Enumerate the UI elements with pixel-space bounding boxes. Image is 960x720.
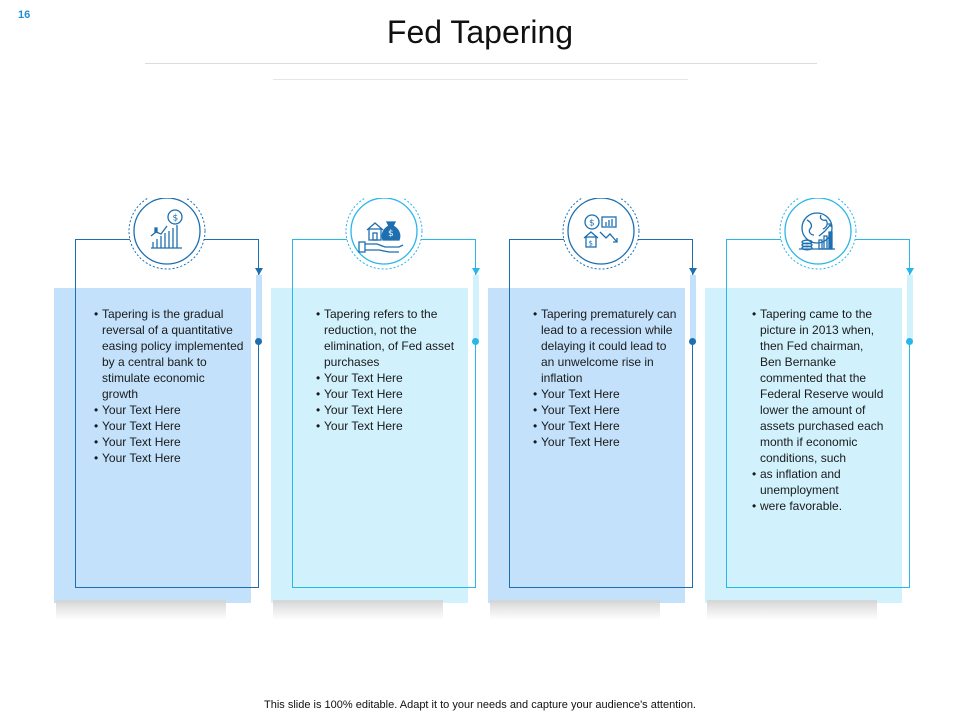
card-2-bullet-list: Tapering refers to the reduction, not th…	[316, 306, 466, 434]
list-item: Tapering is the gradual reversal of a qu…	[94, 306, 244, 402]
rising-bar-chart-dollar-icon: $	[126, 192, 208, 280]
page-title: Fed Tapering	[386, 14, 574, 50]
card-2-shadow	[273, 600, 443, 620]
slide-number: 16	[18, 9, 31, 21]
list-item: Your Text Here	[533, 386, 683, 402]
card-4-text: Tapering came to the picture in 2013 whe…	[752, 306, 884, 514]
dollar-house-falling-arrow-icon: $ $	[560, 192, 642, 280]
card-2-frame-bottom	[292, 587, 476, 588]
svg-text:$: $	[388, 229, 394, 239]
card-4-arrow	[906, 268, 914, 275]
card-1-frame-bottom	[75, 587, 259, 588]
card-1-arrow	[255, 268, 263, 275]
card-1-bullet-list: Tapering is the gradual reversal of a qu…	[94, 306, 244, 466]
card-3-bullet-list: Tapering prematurely can lead to a reces…	[533, 306, 683, 450]
card-3-dot	[689, 338, 696, 345]
list-item: Tapering refers to the reduction, not th…	[316, 306, 466, 370]
list-item: Tapering came to the picture in 2013 whe…	[752, 306, 884, 466]
house-money-bag-hand-icon: $	[343, 192, 425, 280]
card-2-text: Tapering refers to the reduction, not th…	[316, 306, 466, 434]
svg-text:$: $	[589, 219, 595, 229]
list-item: Your Text Here	[94, 418, 244, 434]
svg-text:$: $	[173, 214, 179, 224]
card-4-frame-bottom	[726, 587, 910, 588]
list-item: were favorable.	[752, 498, 884, 514]
card-1-dot	[255, 338, 262, 345]
list-item: Tapering prematurely can lead to a reces…	[533, 306, 683, 386]
card-4-shadow	[707, 600, 877, 620]
card-2-frame-gap	[473, 275, 479, 342]
card-3-frame-gap	[690, 275, 696, 342]
list-item: Your Text Here	[533, 434, 683, 450]
title-subdivider	[273, 79, 688, 80]
title-divider	[145, 63, 817, 64]
list-item: Your Text Here	[533, 418, 683, 434]
list-item: Your Text Here	[94, 402, 244, 418]
card-4-frame-gap	[907, 275, 913, 342]
card-2-arrow	[472, 268, 480, 275]
card-4-dot	[906, 338, 913, 345]
list-item: as inflation and unemployment	[752, 466, 884, 498]
list-item: Your Text Here	[316, 418, 466, 434]
list-item: Your Text Here	[533, 402, 683, 418]
card-1-shadow	[56, 600, 226, 620]
globe-coins-chart-icon	[777, 192, 859, 280]
card-4-bullet-list: Tapering came to the picture in 2013 whe…	[752, 306, 884, 514]
list-item: Your Text Here	[94, 450, 244, 466]
card-3-arrow	[689, 268, 697, 275]
svg-text:$: $	[589, 240, 593, 248]
list-item: Your Text Here	[316, 402, 466, 418]
footer-note: This slide is 100% editable. Adapt it to…	[264, 699, 696, 711]
list-item: Your Text Here	[316, 386, 466, 402]
card-3-shadow	[490, 600, 660, 620]
list-item: Your Text Here	[316, 370, 466, 386]
card-1-frame-gap	[256, 275, 262, 342]
card-1-text: Tapering is the gradual reversal of a qu…	[94, 306, 244, 466]
card-3-frame-bottom	[509, 587, 693, 588]
card-2-dot	[472, 338, 479, 345]
card-3-text: Tapering prematurely can lead to a reces…	[533, 306, 683, 450]
list-item: Your Text Here	[94, 434, 244, 450]
